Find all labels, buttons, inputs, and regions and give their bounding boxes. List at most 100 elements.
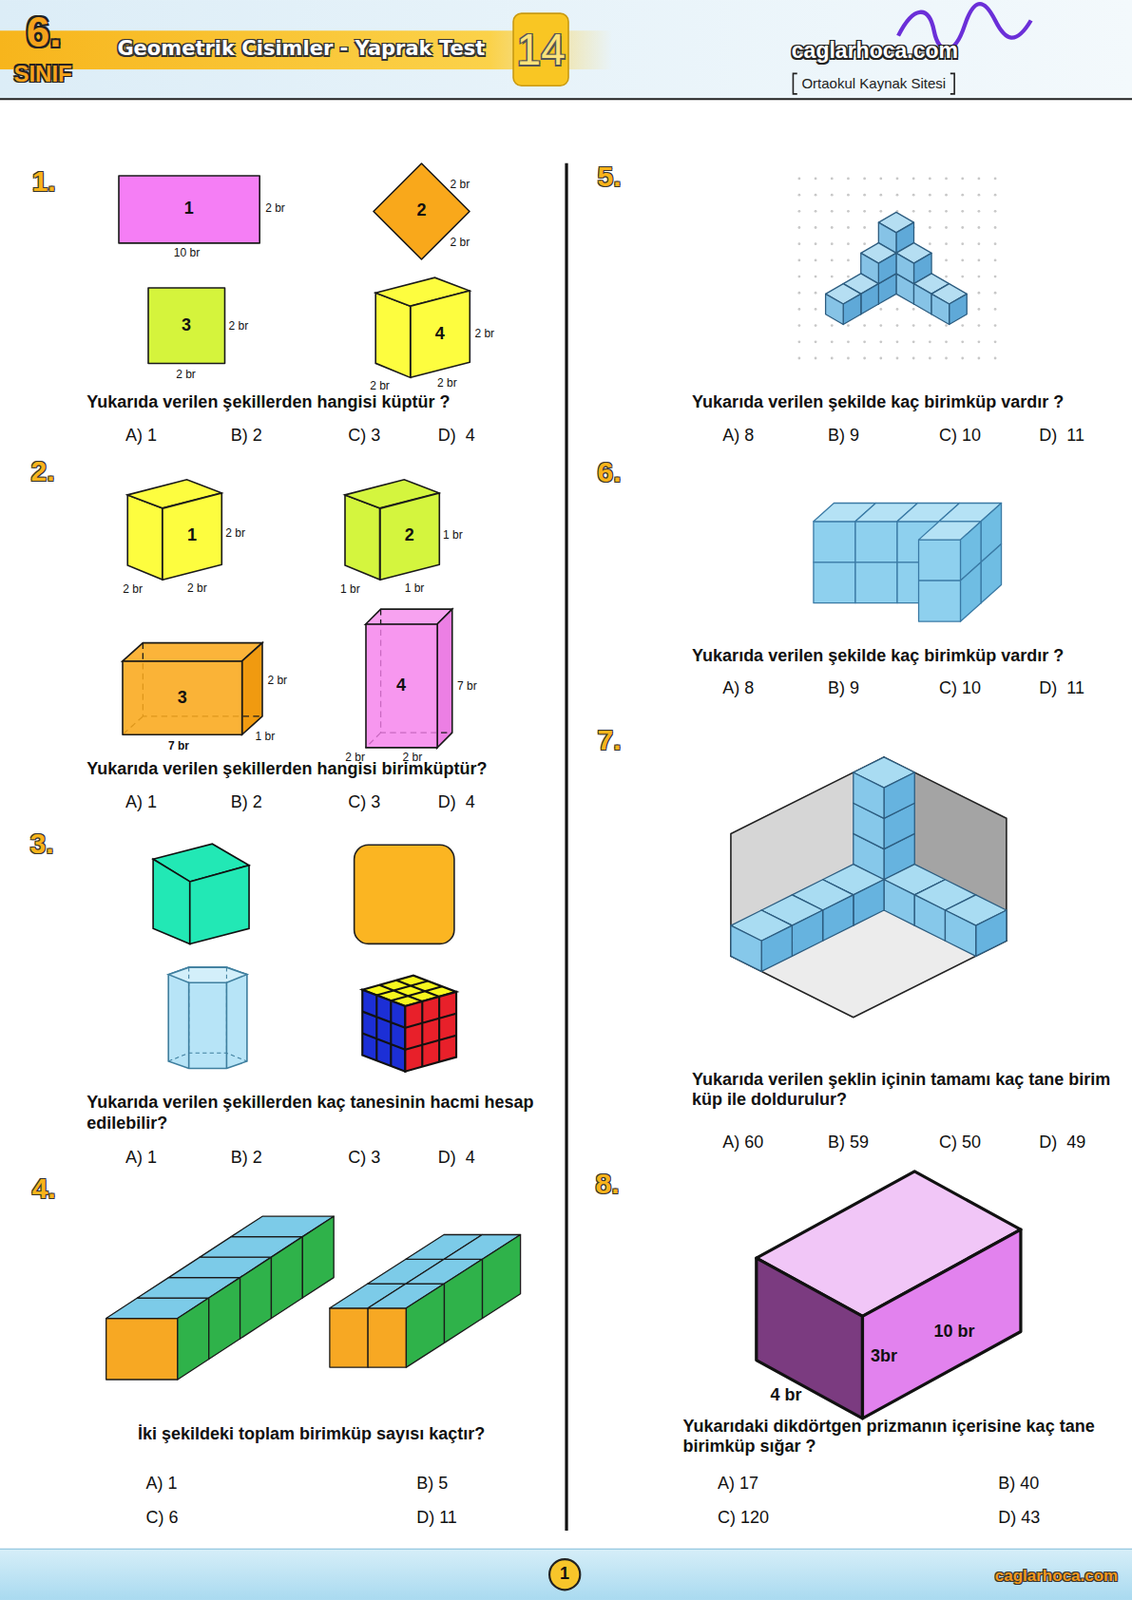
- grid-dot: [797, 193, 801, 197]
- grid-dot: [830, 177, 834, 181]
- answer-option: C) 10: [939, 678, 981, 700]
- unit-cube-face: [329, 1308, 368, 1368]
- grid-dot: [928, 242, 932, 246]
- grid-dot: [944, 324, 948, 327]
- grade-label: SINIF: [13, 60, 72, 89]
- header-band: [0, 0, 1132, 99]
- footer-band: [0, 1549, 1132, 1600]
- dimension-label: 10 br: [934, 1322, 976, 1344]
- question-text: Yukarıdaki dikdörtgen prizmanın içerisin…: [683, 1417, 1117, 1459]
- grid-dot: [896, 307, 900, 311]
- unit-cube-face: [913, 284, 932, 315]
- answer-option: A) 17: [717, 1474, 759, 1496]
- grid-dot: [879, 324, 883, 327]
- cube-face: 1: [162, 493, 222, 580]
- shape-number: 2: [417, 201, 427, 221]
- prism-face: [242, 643, 263, 736]
- grid-dot: [928, 177, 932, 181]
- node-outline: [148, 287, 226, 365]
- grid-dot: [994, 177, 998, 181]
- cube-face: 2: [380, 493, 440, 580]
- grid-dot: [944, 275, 948, 279]
- grid-dot: [944, 177, 948, 181]
- shape-number: 14: [517, 25, 566, 75]
- unit-cube-face: [861, 284, 880, 315]
- grid-dot: [928, 340, 932, 344]
- unit-cube-face: [855, 521, 898, 563]
- dimension-label: 2 br: [369, 379, 390, 393]
- grid-dot: [994, 258, 998, 262]
- shape-number: 4: [396, 676, 406, 696]
- grid-dot: [928, 324, 932, 327]
- answer-option: A) 8: [722, 425, 754, 447]
- answer-option: A) 1: [125, 792, 157, 814]
- square-shape: 3: [148, 287, 226, 365]
- dimension-label: 1 br: [404, 580, 425, 595]
- grid-dot: [944, 357, 948, 361]
- answer-option: D) 4: [438, 425, 476, 447]
- cube-face: [345, 495, 381, 580]
- unit-cube-face: [980, 543, 1001, 603]
- grid-dot: [814, 324, 818, 327]
- rubik-grid: [362, 980, 457, 1068]
- answer-option: D) 4: [438, 792, 476, 814]
- cube-face: [127, 495, 163, 580]
- prism-face: 4: [365, 624, 438, 749]
- grid-dot: [994, 324, 998, 327]
- grid-dot: [896, 177, 900, 181]
- grid-dot: [960, 340, 964, 344]
- grid-dot: [978, 193, 981, 197]
- grid-dot: [896, 324, 900, 327]
- grid-dot: [863, 210, 866, 213]
- question-number: 6.: [597, 455, 622, 490]
- shape-number: 1: [184, 199, 194, 219]
- node-outline: [380, 493, 440, 580]
- shape-number: 1: [187, 526, 197, 546]
- answer-option: C) 3: [347, 792, 381, 814]
- grid-dot: [863, 177, 866, 181]
- unit-cube-face: [443, 1259, 482, 1344]
- grid-dot: [912, 307, 916, 311]
- hexagonal-prism: [168, 967, 248, 983]
- grid-dot: [830, 275, 834, 279]
- site-name: caglarhoca.com: [791, 38, 959, 65]
- answer-option: A) 1: [146, 1474, 178, 1496]
- page-number-circle: 1: [548, 1558, 581, 1592]
- grid-dot: [846, 210, 850, 213]
- unit-cube-face: [405, 1284, 444, 1368]
- unit-cube-face: [896, 252, 915, 284]
- unit-cube-face: [270, 1237, 303, 1320]
- unit-cube-face: [761, 925, 792, 972]
- grid-dot: [896, 340, 900, 344]
- grid-dot: [912, 357, 916, 361]
- answer-option: D) 11: [1038, 678, 1085, 700]
- answer-option: C) 3: [347, 425, 381, 447]
- unit-cube-face: [919, 580, 961, 622]
- grid-dot: [846, 258, 850, 262]
- prism-face: [862, 1229, 1020, 1420]
- grid-dot: [846, 340, 850, 344]
- unit-cube-face: [931, 293, 950, 325]
- dimension-label: 7 br: [457, 678, 478, 692]
- unit-cube-face: [878, 252, 897, 284]
- grid-dot: [944, 242, 948, 246]
- unit-cube-face: [843, 293, 862, 325]
- dimension-label: 7 br: [168, 739, 190, 753]
- unit-cube-face: [791, 910, 823, 957]
- grid-dot: [994, 226, 998, 230]
- grid-dot: [814, 258, 818, 262]
- grid-dot: [928, 226, 932, 230]
- question-number: 4.: [32, 1171, 57, 1207]
- dimension-label: 2 br: [450, 177, 471, 192]
- grid-dot: [928, 193, 932, 197]
- answer-option: D) 11: [416, 1508, 458, 1530]
- grid-dot: [928, 210, 932, 213]
- dimension-label: 2 br: [450, 234, 471, 249]
- unit-cube-face: [730, 925, 762, 972]
- node-outline: [162, 493, 222, 580]
- question-text: Yukarıda verilen şekillerden hangisi küp…: [86, 392, 450, 414]
- hexagonal-prism: [168, 967, 248, 1069]
- grid-dot: [797, 324, 801, 327]
- rubik-face: [404, 992, 457, 1073]
